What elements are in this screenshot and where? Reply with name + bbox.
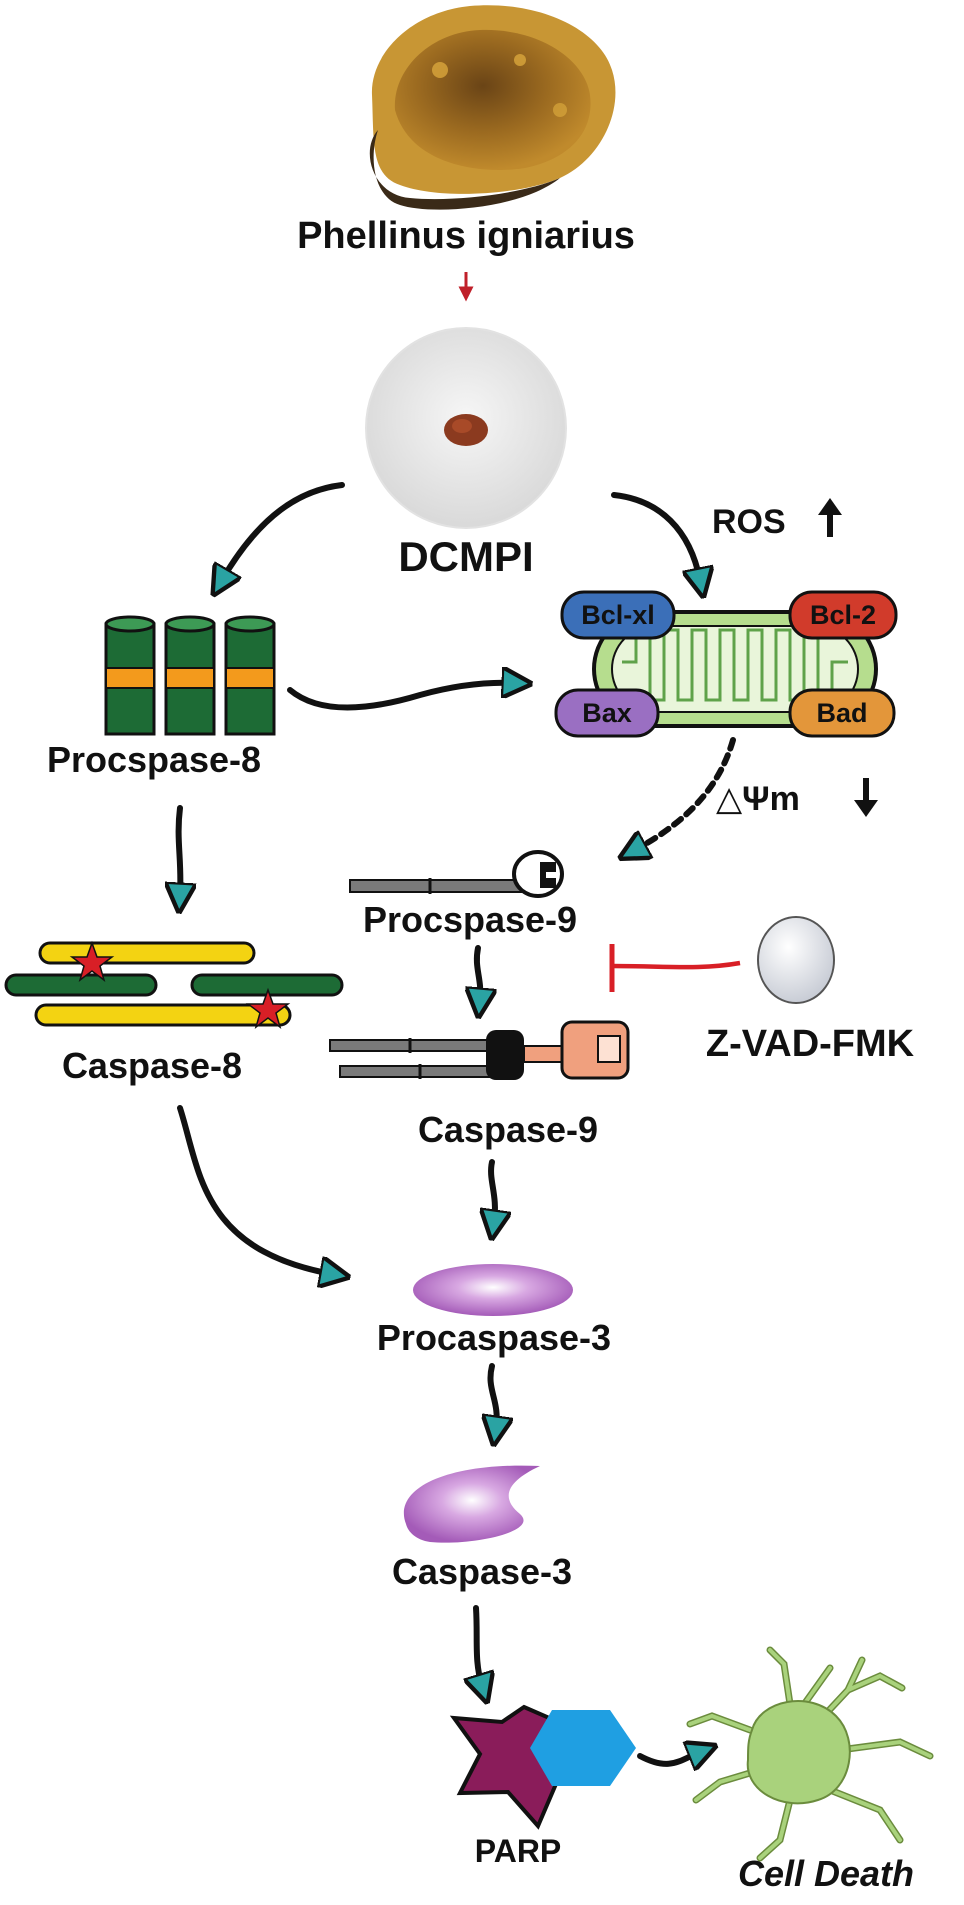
caspase-9-image xyxy=(329,1020,630,1080)
arrow-caspase9-to-procaspase3 xyxy=(491,1159,495,1222)
arrow-dcmpi-to-mitochondria xyxy=(611,492,700,580)
phellinus-igniarius-label: Phellinus igniarius xyxy=(297,215,635,257)
bcl-xl-label: Bcl-xl xyxy=(581,600,655,630)
arrow-procaspase8-to-mitochondria xyxy=(287,683,514,711)
procaspase-9-label: Procspase-9 xyxy=(363,899,577,940)
ros-label: ROS xyxy=(712,503,786,541)
z-vad-fmk-inhibitor xyxy=(609,916,835,1004)
bcl-xl-protein: Bcl-xl xyxy=(560,590,676,640)
bad-protein: Bad xyxy=(788,688,896,738)
arrow-up-icon xyxy=(818,498,842,537)
arrow-dcmpi-to-procaspase8 xyxy=(222,482,345,580)
arrow-parp-to-cell-death xyxy=(637,1752,700,1764)
procaspase-3-label: Procaspase-3 xyxy=(377,1317,611,1358)
caspase-8-label: Caspase-8 xyxy=(62,1045,242,1086)
arrow-procaspase8-to-caspase8 xyxy=(179,805,181,895)
bax-label: Bax xyxy=(582,698,632,728)
pathway-arrows xyxy=(177,482,736,1764)
parp-image xyxy=(449,1704,636,1830)
phellinus-igniarius-image xyxy=(369,5,616,210)
cell-death-label: Cell Death xyxy=(738,1853,914,1894)
bcl-2-label: Bcl-2 xyxy=(810,600,876,630)
arrow-procaspase9-to-caspase9 xyxy=(477,945,480,1000)
dcmpi-label: DCMPI xyxy=(398,533,533,580)
dcmpi-dish-image xyxy=(365,327,567,529)
procaspase-8-label: Procspase-8 xyxy=(47,739,261,780)
caspase-3-image xyxy=(403,1465,540,1543)
z-vad-fmk-label: Z-VAD-FMK xyxy=(706,1023,915,1065)
ros-increase: ROS xyxy=(712,498,842,541)
membrane-potential-decrease: △Ψm xyxy=(716,778,878,818)
arrow-down-icon xyxy=(854,778,878,817)
arrow-mitochondria-to-procaspase9 xyxy=(635,737,736,850)
bcl-2-protein: Bcl-2 xyxy=(788,590,898,640)
inhibition-line xyxy=(611,960,741,970)
dying-cell-image xyxy=(686,1646,934,1862)
arrow-caspase3-to-parp xyxy=(476,1605,482,1686)
membrane-potential-label: △Ψm xyxy=(716,780,800,818)
caspase-8-image xyxy=(4,940,344,1029)
arrow-procaspase3-to-caspase3 xyxy=(490,1363,496,1428)
arrow-caspase8-to-procaspase3 xyxy=(177,1105,332,1274)
caspase-3-label: Caspase-3 xyxy=(392,1551,572,1592)
caspase-9-label: Caspase-9 xyxy=(418,1109,598,1150)
bax-protein: Bax xyxy=(554,688,660,738)
bad-label: Bad xyxy=(816,698,867,728)
procaspase-9-image xyxy=(349,849,564,899)
procaspase-8-image xyxy=(104,615,276,736)
parp-label: PARP xyxy=(475,1833,562,1869)
procaspase-3-image xyxy=(413,1264,573,1316)
